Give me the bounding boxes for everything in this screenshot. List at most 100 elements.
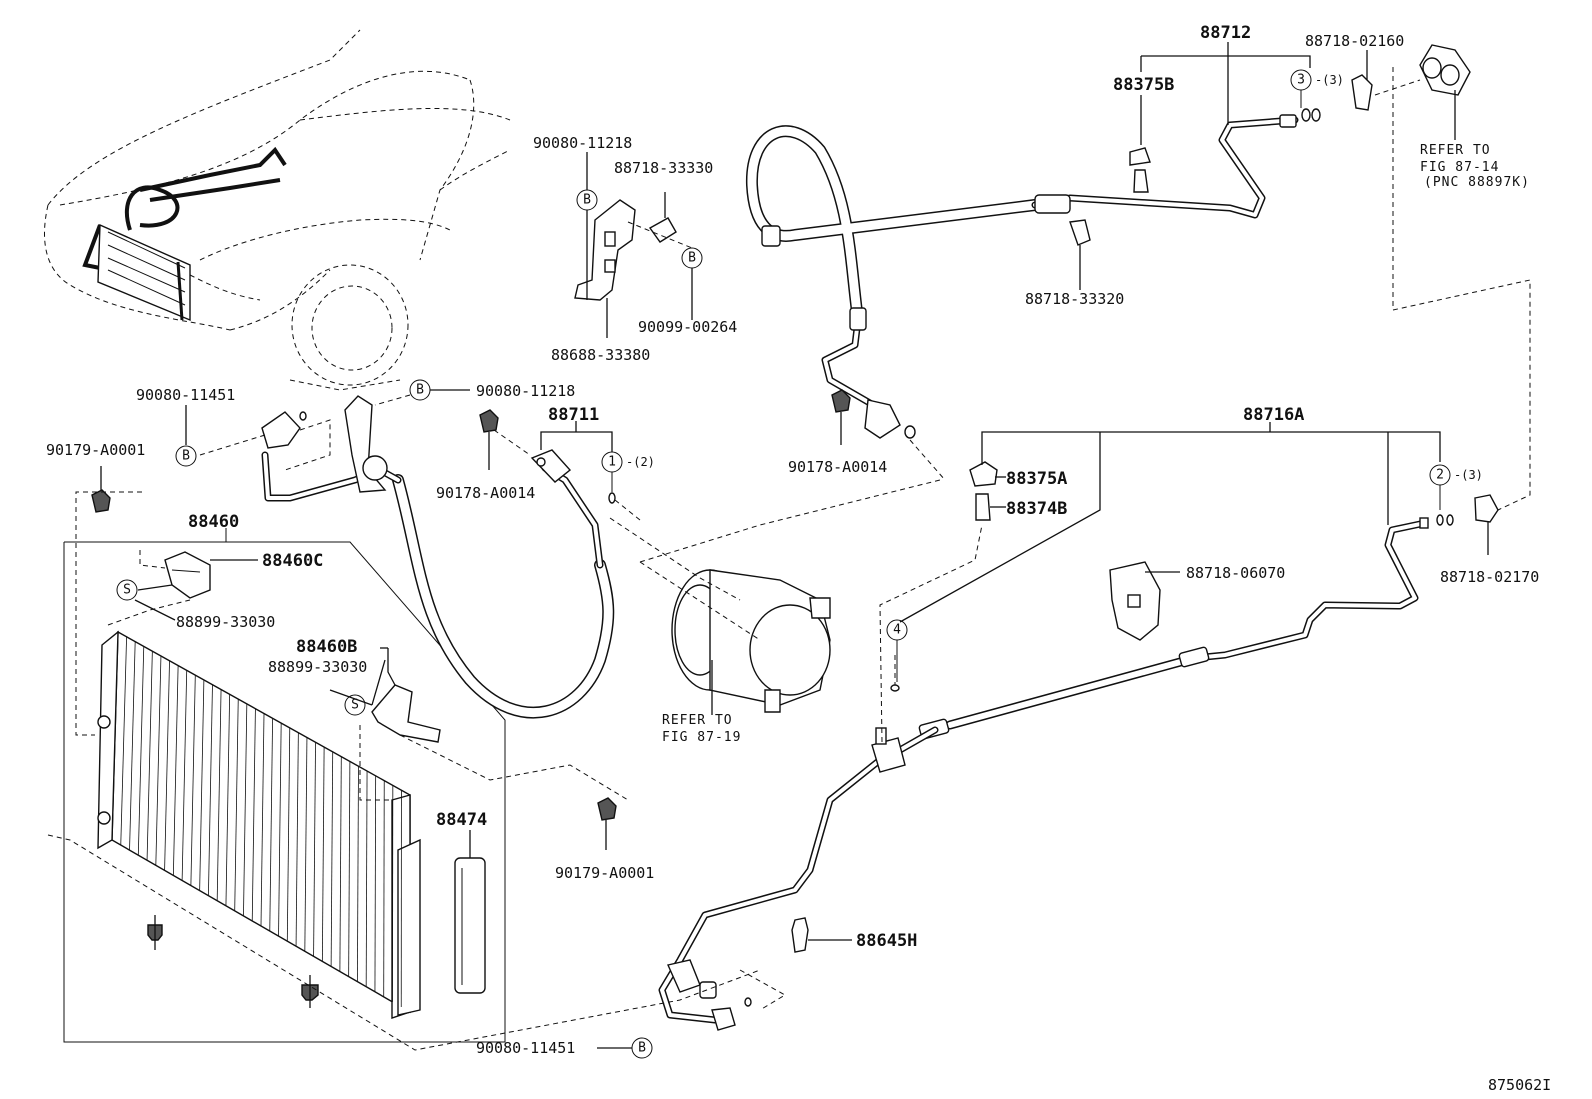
- pressure-switch-88645h: [791, 917, 852, 953]
- condenser-fin-line: [234, 699, 239, 911]
- condenser-fin-line: [357, 766, 359, 982]
- label-88374b: 88374B: [1006, 499, 1067, 519]
- marker-b-right: B: [681, 247, 703, 269]
- label-88716a: 88716A: [1243, 405, 1304, 425]
- discharge-hose-88711: [392, 449, 615, 719]
- label-88460c: 88460C: [262, 551, 323, 571]
- label-88474: 88474: [436, 810, 487, 830]
- service-valve-88375b: [1129, 95, 1151, 193]
- condenser-fin-line: [278, 723, 282, 937]
- condenser-fin-line: [172, 665, 179, 876]
- condenser-bolts: [97, 715, 319, 1008]
- marker-2: 2: [1429, 464, 1451, 510]
- svg-text:B: B: [638, 1041, 646, 1056]
- label-88460b: 88460B: [296, 637, 357, 657]
- nuts: [91, 389, 1499, 850]
- condenser-fin-line: [120, 636, 127, 846]
- label-90080-11451-top: 90080-11451: [136, 386, 235, 404]
- bracket-88688-33380: [574, 192, 677, 338]
- condenser-fin-line: [348, 761, 351, 977]
- clamp-88718-33320: [1069, 219, 1091, 290]
- qty-88712-oring: -(3): [1315, 73, 1344, 87]
- marker-s-lower: S: [344, 694, 366, 716]
- liquid-tube-88716a: [658, 514, 1454, 1031]
- label-88899-33030-b: 88899-33030: [268, 658, 367, 676]
- label-88375a: 88375A: [1006, 469, 1067, 489]
- condenser-fin-line: [339, 756, 342, 972]
- note-refer-87-14-line3: (PNC 88897K): [1424, 175, 1530, 190]
- condenser-fin-line: [199, 679, 205, 891]
- note-refer-87-14-line2: FIG 87-14: [1420, 160, 1499, 175]
- svg-text:S: S: [351, 698, 359, 713]
- condenser-core: [97, 630, 421, 1019]
- svg-text:S: S: [123, 583, 131, 598]
- condenser-fin-line: [243, 703, 248, 916]
- condenser-fin-line: [260, 713, 265, 927]
- label-88688-33380: 88688-33380: [551, 346, 650, 364]
- condenser-fin-line: [313, 742, 316, 957]
- condenser-inlet-pipe: [261, 395, 402, 502]
- label-90179-a0001-right: 90179-A0001: [555, 864, 654, 882]
- condenser-fin-line: [216, 689, 222, 901]
- svg-text:3: 3: [1297, 73, 1305, 88]
- leader-lines: [134, 42, 1441, 1049]
- condenser-fin-line: [190, 675, 196, 886]
- condenser-fin-line: [181, 670, 188, 881]
- condenser-fin-line: [137, 646, 145, 856]
- suction-hose-88712: [745, 108, 1321, 439]
- condenser-fin-line: [164, 660, 170, 871]
- svg-text:B: B: [688, 251, 696, 266]
- label-90080-11218-top: 90080-11218: [533, 134, 632, 152]
- svg-text:B: B: [182, 449, 190, 464]
- service-valve-88375a: [969, 461, 1006, 521]
- condenser-assembly-frame: [63, 528, 506, 1043]
- marker-3: 3: [1290, 69, 1312, 108]
- marker-s-upper: S: [116, 579, 138, 601]
- condenser-fin-line: [330, 751, 334, 967]
- label-88718-33320: 88718-33320: [1025, 290, 1124, 308]
- label-88375b: 88375B: [1113, 75, 1174, 95]
- marker-b-bottom: B: [631, 1037, 653, 1059]
- marker-b-top: B: [576, 189, 598, 211]
- condenser-fin-line: [225, 694, 231, 906]
- o-rings: [299, 411, 900, 1007]
- label-88645h: 88645H: [856, 931, 917, 951]
- condenser-fin-line: [146, 651, 153, 861]
- marker-b-mid: B: [409, 379, 431, 401]
- condenser-fin-line: [155, 655, 162, 866]
- label-90080-11218-mid: 90080-11218: [476, 382, 575, 400]
- label-88712: 88712: [1200, 23, 1251, 43]
- svg-text:B: B: [416, 383, 424, 398]
- condenser-fin-line: [383, 780, 385, 997]
- label-88899-33030-a: 88899-33030: [176, 613, 275, 631]
- condenser-fin-line: [365, 771, 368, 987]
- note-refer-87-14-line1: REFER TO: [1420, 143, 1491, 158]
- phantom-lines: [47, 67, 1531, 1051]
- label-90178-a0014-right: 90178-A0014: [788, 458, 887, 476]
- label-90080-11451-bottom: 90080-11451: [476, 1039, 575, 1057]
- marker-4: 4: [886, 619, 908, 682]
- label-88718-02160: 88718-02160: [1305, 32, 1404, 50]
- grommet-88718-02160: [1351, 44, 1471, 140]
- svg-text:1: 1: [608, 455, 616, 470]
- receiver-dryer-88474: [454, 830, 486, 994]
- condenser-fins: [120, 636, 402, 1007]
- vehicle-illustration: [43, 29, 511, 391]
- qty-88716a-oring: -(3): [1454, 468, 1483, 482]
- condenser-fin-line: [321, 747, 325, 962]
- note-refer-87-19-line1: REFER TO: [662, 713, 733, 728]
- bracket-88460c: [139, 550, 258, 599]
- condenser-fin-line: [251, 708, 256, 921]
- svg-text:2: 2: [1436, 468, 1444, 483]
- marker-1: 1: [601, 451, 623, 492]
- label-88718-06070: 88718-06070: [1186, 564, 1285, 582]
- marker-b-left: B: [175, 445, 197, 467]
- svg-text:B: B: [583, 193, 591, 208]
- condenser-fin-line: [269, 718, 273, 932]
- condenser-fin-line: [129, 641, 136, 851]
- condenser-fin-line: [286, 727, 291, 942]
- clamp-88718-06070: [1109, 561, 1180, 641]
- label-88718-33330: 88718-33330: [614, 159, 713, 177]
- qty-88711-oring: -(2): [626, 455, 655, 469]
- condenser-fin-line: [374, 775, 377, 992]
